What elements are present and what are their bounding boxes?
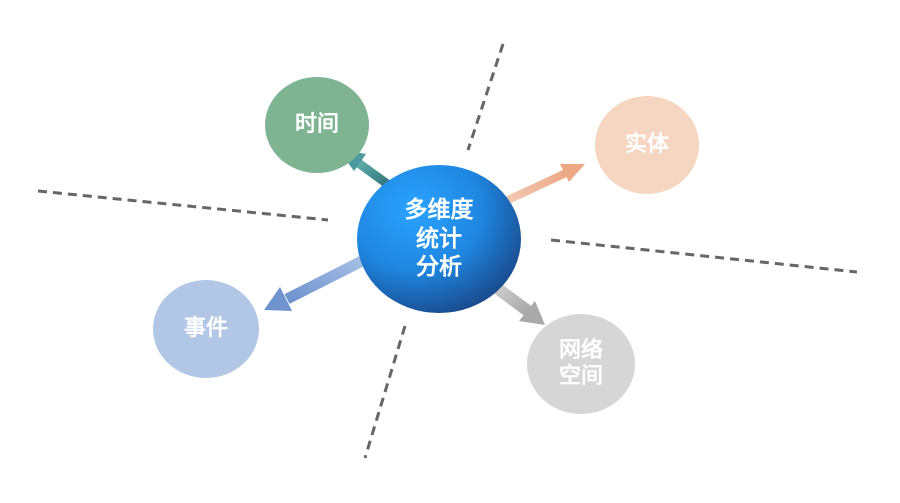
divider-top [466, 43, 505, 151]
center-label-line2: 统计 [416, 225, 462, 252]
center-node: 多维度 统计 分析 [357, 165, 521, 313]
node-cyberspace: 网络 空间 [527, 314, 635, 414]
divider-right [550, 238, 858, 274]
node-event: 事件 [153, 280, 259, 378]
node-time-label: 时间 [294, 112, 339, 138]
center-label-line3: 分析 [416, 254, 462, 281]
divider-left [37, 189, 329, 222]
arrow-to-entity [506, 164, 585, 204]
node-cyberspace-label-line2: 空间 [558, 364, 603, 389]
center-sphere [357, 165, 521, 313]
node-time: 时间 [265, 77, 369, 173]
center-label-line1: 多维度 [404, 196, 474, 223]
node-entity: 实体 [595, 96, 699, 194]
arrow-to-event [264, 253, 371, 311]
node-cyberspace-label-line1: 网络 [558, 337, 603, 363]
node-event-label: 事件 [183, 316, 228, 342]
divider-bottom [363, 325, 407, 459]
node-entity-label: 实体 [624, 132, 669, 158]
